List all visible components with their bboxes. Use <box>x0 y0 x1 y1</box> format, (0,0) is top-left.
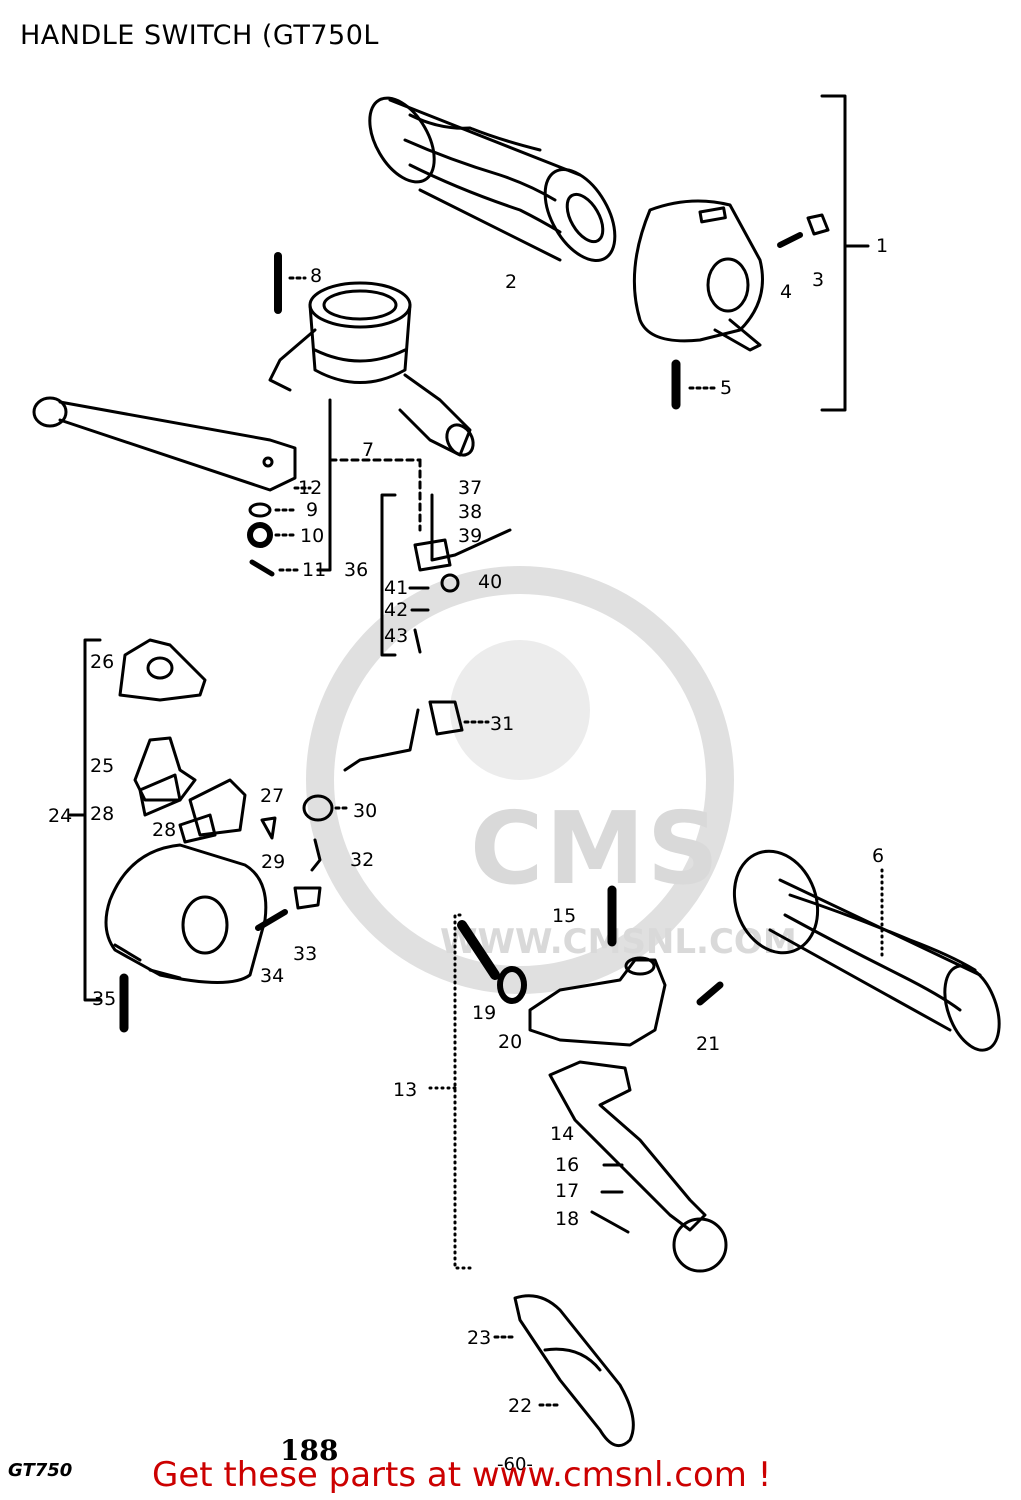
bracket-group-7 <box>316 398 332 572</box>
brake-switch-part <box>430 493 512 562</box>
callout-34: 34 <box>260 965 284 987</box>
screw-part-4 <box>777 232 803 248</box>
lever-cover-part <box>513 1294 635 1448</box>
footer-page-number: 188 <box>280 1434 339 1467</box>
switch-part-25 <box>133 736 197 802</box>
nut-part-10 <box>247 522 273 548</box>
callout-37: 37 <box>458 477 482 499</box>
callout-28b: 28 <box>152 819 176 841</box>
callout-14: 14 <box>550 1123 574 1145</box>
callout-5: 5 <box>720 377 732 399</box>
callout-38: 38 <box>458 501 482 523</box>
callout-7: 7 <box>362 439 374 461</box>
callout-13: 13 <box>393 1079 417 1101</box>
callout-11: 11 <box>302 559 326 581</box>
washer-part-9 <box>248 502 272 518</box>
callout-23: 23 <box>467 1327 491 1349</box>
right-switch-housing-part <box>632 199 764 352</box>
clutch-holder-part <box>528 956 667 1047</box>
callout-29: 29 <box>261 851 285 873</box>
bracket-group-36 <box>380 493 397 657</box>
callout-21: 21 <box>696 1033 720 1055</box>
bulb-part-29 <box>260 816 277 840</box>
callout-4: 4 <box>780 281 792 303</box>
footer-sub-number: -60- <box>497 1454 533 1475</box>
callout-20: 20 <box>498 1031 522 1053</box>
callout-36: 36 <box>344 559 368 581</box>
callout-30: 30 <box>353 800 377 822</box>
throttle-grip-part <box>368 96 617 263</box>
callout-31: 31 <box>490 713 514 735</box>
callout-43: 43 <box>384 625 408 647</box>
callout-27: 27 <box>260 785 284 807</box>
promo-link[interactable]: Get these parts at www.cmsnl.com ! <box>152 1455 772 1495</box>
callout-24: 24 <box>48 805 72 827</box>
left-grip-part-6 <box>732 849 1001 1052</box>
washer-part-20 <box>497 966 527 1004</box>
callout-35: 35 <box>92 988 116 1010</box>
callout-9: 9 <box>306 499 318 521</box>
bolt-part-19 <box>457 920 500 980</box>
watermark-brand: CMS <box>470 790 721 907</box>
callout-2: 2 <box>505 271 517 293</box>
callout-22: 22 <box>508 1395 532 1417</box>
watermark-url: WWW.CMSNL.COM <box>440 922 797 962</box>
watermark-logo <box>306 566 734 994</box>
callout-12: 12 <box>298 477 322 499</box>
callout-42: 42 <box>384 599 408 621</box>
callout-3: 3 <box>812 269 824 291</box>
switch-part-27 <box>188 778 247 837</box>
brake-master-cylinder-part <box>268 281 475 457</box>
pin-part-11 <box>249 559 275 577</box>
screw-part-34 <box>255 909 288 931</box>
callout-25: 25 <box>90 755 114 777</box>
callout-18: 18 <box>555 1208 579 1230</box>
switch-part-26 <box>118 638 207 702</box>
bracket-group-24 <box>83 638 102 1002</box>
switch-part-28b <box>178 813 217 844</box>
callout-8: 8 <box>310 265 322 287</box>
screw-part-3 <box>806 213 830 236</box>
callout-28a: 28 <box>90 803 114 825</box>
callout-32: 32 <box>350 849 374 871</box>
callout-10: 10 <box>300 525 324 547</box>
callout-26: 26 <box>90 651 114 673</box>
lever-small-parts <box>590 1163 630 1234</box>
callout-40: 40 <box>478 571 502 593</box>
callout-33: 33 <box>293 943 317 965</box>
callout-19: 19 <box>472 1002 496 1024</box>
plate-part-33 <box>293 886 322 910</box>
callout-39: 39 <box>458 525 482 547</box>
screw-part-21 <box>696 981 724 1006</box>
switch-wire-part-31 <box>343 700 490 772</box>
footer-model: GT750 <box>8 1460 73 1481</box>
page-title: HANDLE SWITCH (GT750L <box>20 20 379 51</box>
brake-lever-part <box>32 396 297 492</box>
spring-part-32 <box>310 838 322 872</box>
callout-15: 15 <box>552 905 576 927</box>
callout-1: 1 <box>876 235 888 257</box>
left-switch-housing-part <box>104 843 268 984</box>
bracket-group-13 <box>453 913 472 1270</box>
switch-part-28a <box>138 773 182 817</box>
callout-6: 6 <box>872 845 884 867</box>
callout-16: 16 <box>555 1154 579 1176</box>
bracket-group-1 <box>820 94 847 412</box>
callout-41: 41 <box>384 577 408 599</box>
knob-part-30 <box>302 794 334 822</box>
callout-17: 17 <box>555 1180 579 1202</box>
